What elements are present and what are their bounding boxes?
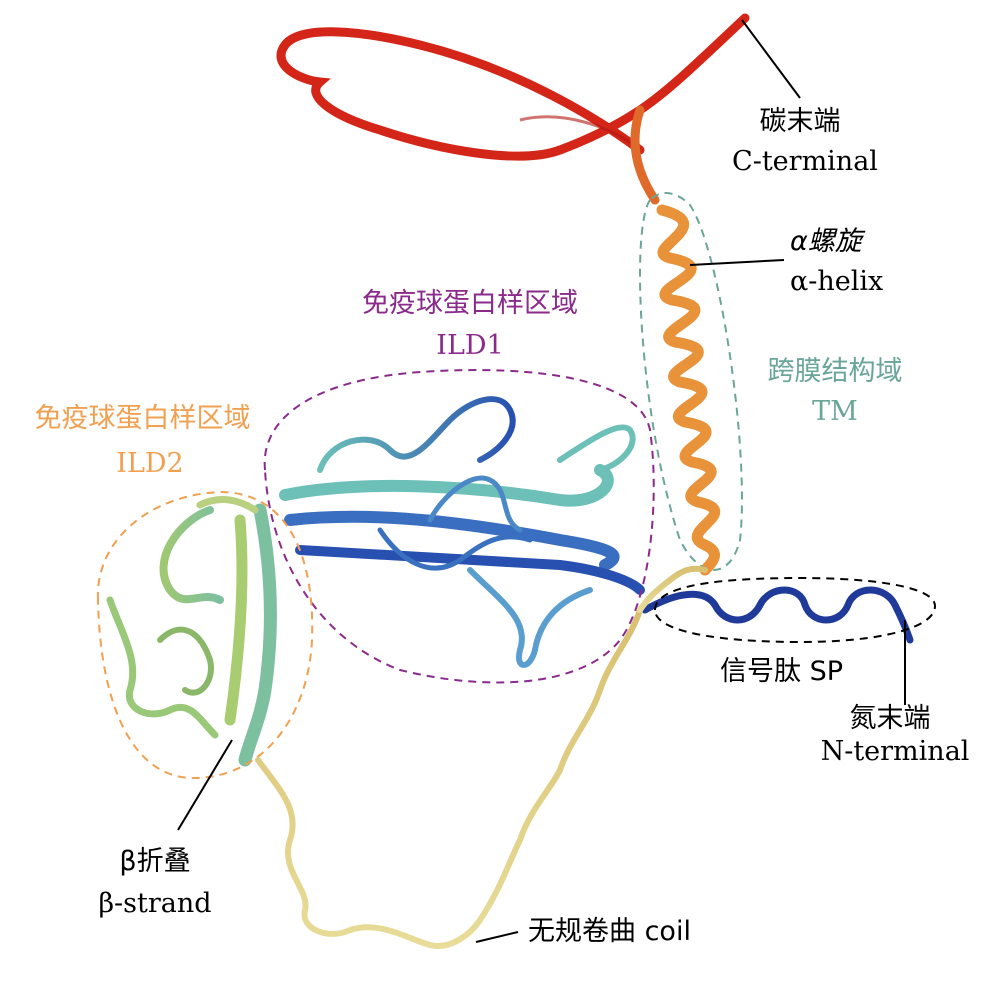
random-coil: [255, 565, 708, 949]
ild1-label-cn: 免疫球蛋白样区域: [362, 288, 578, 319]
ild2-domain: [106, 496, 277, 767]
helix-leader: [689, 259, 785, 266]
ild1-region-outline: [263, 369, 655, 684]
signal-peptide-outline: [653, 576, 937, 644]
alpha-helix-label-cn: α螺旋: [790, 226, 862, 257]
c-terminal-label-en: C-terminal: [732, 146, 878, 177]
alpha-helix: [656, 204, 721, 576]
ild1-domain: [279, 396, 645, 668]
tm-label-cn: 跨膜结构域: [767, 356, 903, 387]
signal-peptide-helix: [641, 586, 914, 644]
n-terminal-label-cn: 氮末端: [849, 703, 931, 734]
tm-label-en: TM: [812, 396, 858, 427]
coil-leader: [475, 931, 519, 943]
c-terminal-leader: [741, 19, 801, 99]
beta-strand-label-en: β-strand: [98, 888, 212, 919]
ild2-label-cn: 免疫球蛋白样区域: [34, 403, 251, 434]
beta-strand-label-cn: β折叠: [119, 846, 191, 877]
leader-lines: [177, 19, 906, 943]
n-terminal-label-en: N-terminal: [820, 736, 970, 767]
ild2-region-outline: [96, 490, 314, 780]
alpha-helix-label-en: α-helix: [790, 266, 884, 297]
c-terminal-label-cn: 碳末端: [759, 106, 841, 137]
ild1-label-en: ILD1: [436, 330, 504, 361]
strand-leader: [177, 739, 233, 831]
c-terminal-ribbon: [276, 13, 750, 205]
signal-peptide-label: 信号肽 SP: [720, 656, 844, 687]
ild2-label-en: ILD2: [116, 448, 184, 479]
coil-label: 无规卷曲 coil: [528, 916, 691, 947]
tm-region-outline: [639, 192, 743, 571]
